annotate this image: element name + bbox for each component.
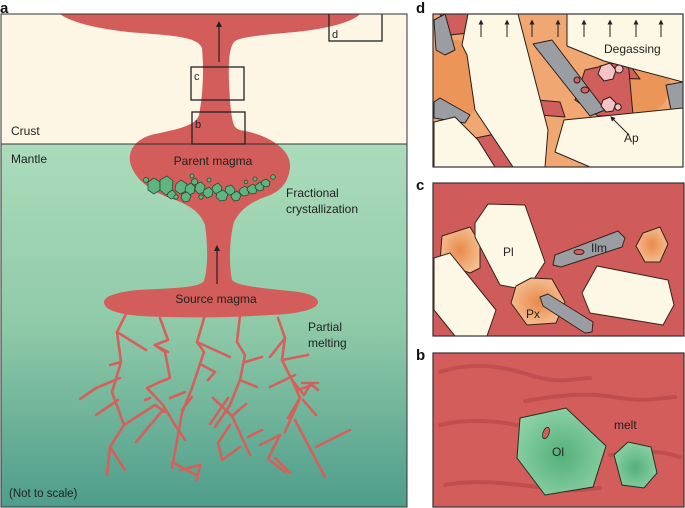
olivine-label: Ol	[552, 445, 564, 459]
pyroxene-label: Px	[526, 307, 540, 321]
fractional-crystallization-label-line1: Fractional	[286, 186, 339, 200]
plagioclase-crystal-d4	[554, 107, 683, 167]
plagioclase-crystal-d3	[433, 116, 496, 167]
inset-label-d: d	[332, 29, 338, 41]
panel-b-frame	[432, 352, 685, 508]
melt-inclusion	[542, 426, 550, 440]
plagioclase-crystal-c3	[581, 265, 675, 326]
panel-d-letter: d	[416, 0, 425, 17]
panel-b-letter: b	[416, 347, 425, 364]
not-to-scale-note: (Not to scale)	[9, 488, 78, 500]
apatite-crystal	[597, 62, 617, 82]
fractional-crystallization-label-line2: crystallization	[286, 202, 358, 216]
plagioclase-crystal-d1	[461, 14, 549, 167]
inset-label-b: b	[195, 119, 201, 131]
inset-box-c[interactable]: c	[190, 66, 245, 101]
degassing-label: Degassing	[604, 42, 661, 56]
melt-label: melt	[614, 418, 637, 432]
plagioclase-label: Pl	[503, 245, 514, 259]
panel-a: a	[0, 0, 408, 508]
ilmenite-crystal-c2	[539, 293, 594, 334]
inset-box-b[interactable]: b	[191, 111, 246, 145]
panel-d-frame	[432, 13, 684, 168]
panel-c-letter: c	[416, 177, 424, 194]
partial-melting-veins	[78, 310, 352, 482]
degassing-arrows	[478, 19, 664, 37]
inset-label-c: c	[194, 71, 200, 83]
magma-system	[60, 14, 360, 318]
crystal-accumulation	[143, 173, 276, 203]
crust-label: Crust	[11, 124, 40, 138]
apatite-pointer-arrow	[610, 116, 630, 136]
panel-b: b Ol melt	[416, 347, 685, 508]
pyroxene-crystal-c2	[635, 226, 669, 263]
panel-a-frame	[0, 13, 408, 508]
partial-melting-label-line2: melting	[308, 336, 347, 350]
melt-flow-streaks	[438, 363, 682, 493]
plagioclase-crystal-d2	[566, 14, 683, 83]
apatite-label: Ap	[624, 131, 639, 145]
parent-magma-label: Parent magma	[174, 154, 253, 168]
ilmenite-crystal-ilm	[552, 230, 626, 268]
plagioclase-crystal-c2	[433, 252, 497, 336]
ilmenite-label: Ilm	[591, 241, 607, 255]
plagioclase-crystal-pl	[474, 203, 546, 291]
olivine-crystal-large	[516, 407, 607, 496]
panel-c-frame	[432, 182, 685, 337]
source-magma-label: Source magma	[175, 292, 257, 306]
partial-melting-label-line1: Partial	[308, 320, 342, 334]
panel-a-letter: a	[0, 0, 9, 17]
inset-box-d[interactable]: d	[328, 8, 383, 42]
olivine-crystal-small	[613, 441, 658, 489]
mantle-label: Mantle	[11, 152, 47, 166]
panel-c: c Pl Ilm Px	[416, 177, 685, 337]
panel-d: d	[416, 0, 684, 168]
